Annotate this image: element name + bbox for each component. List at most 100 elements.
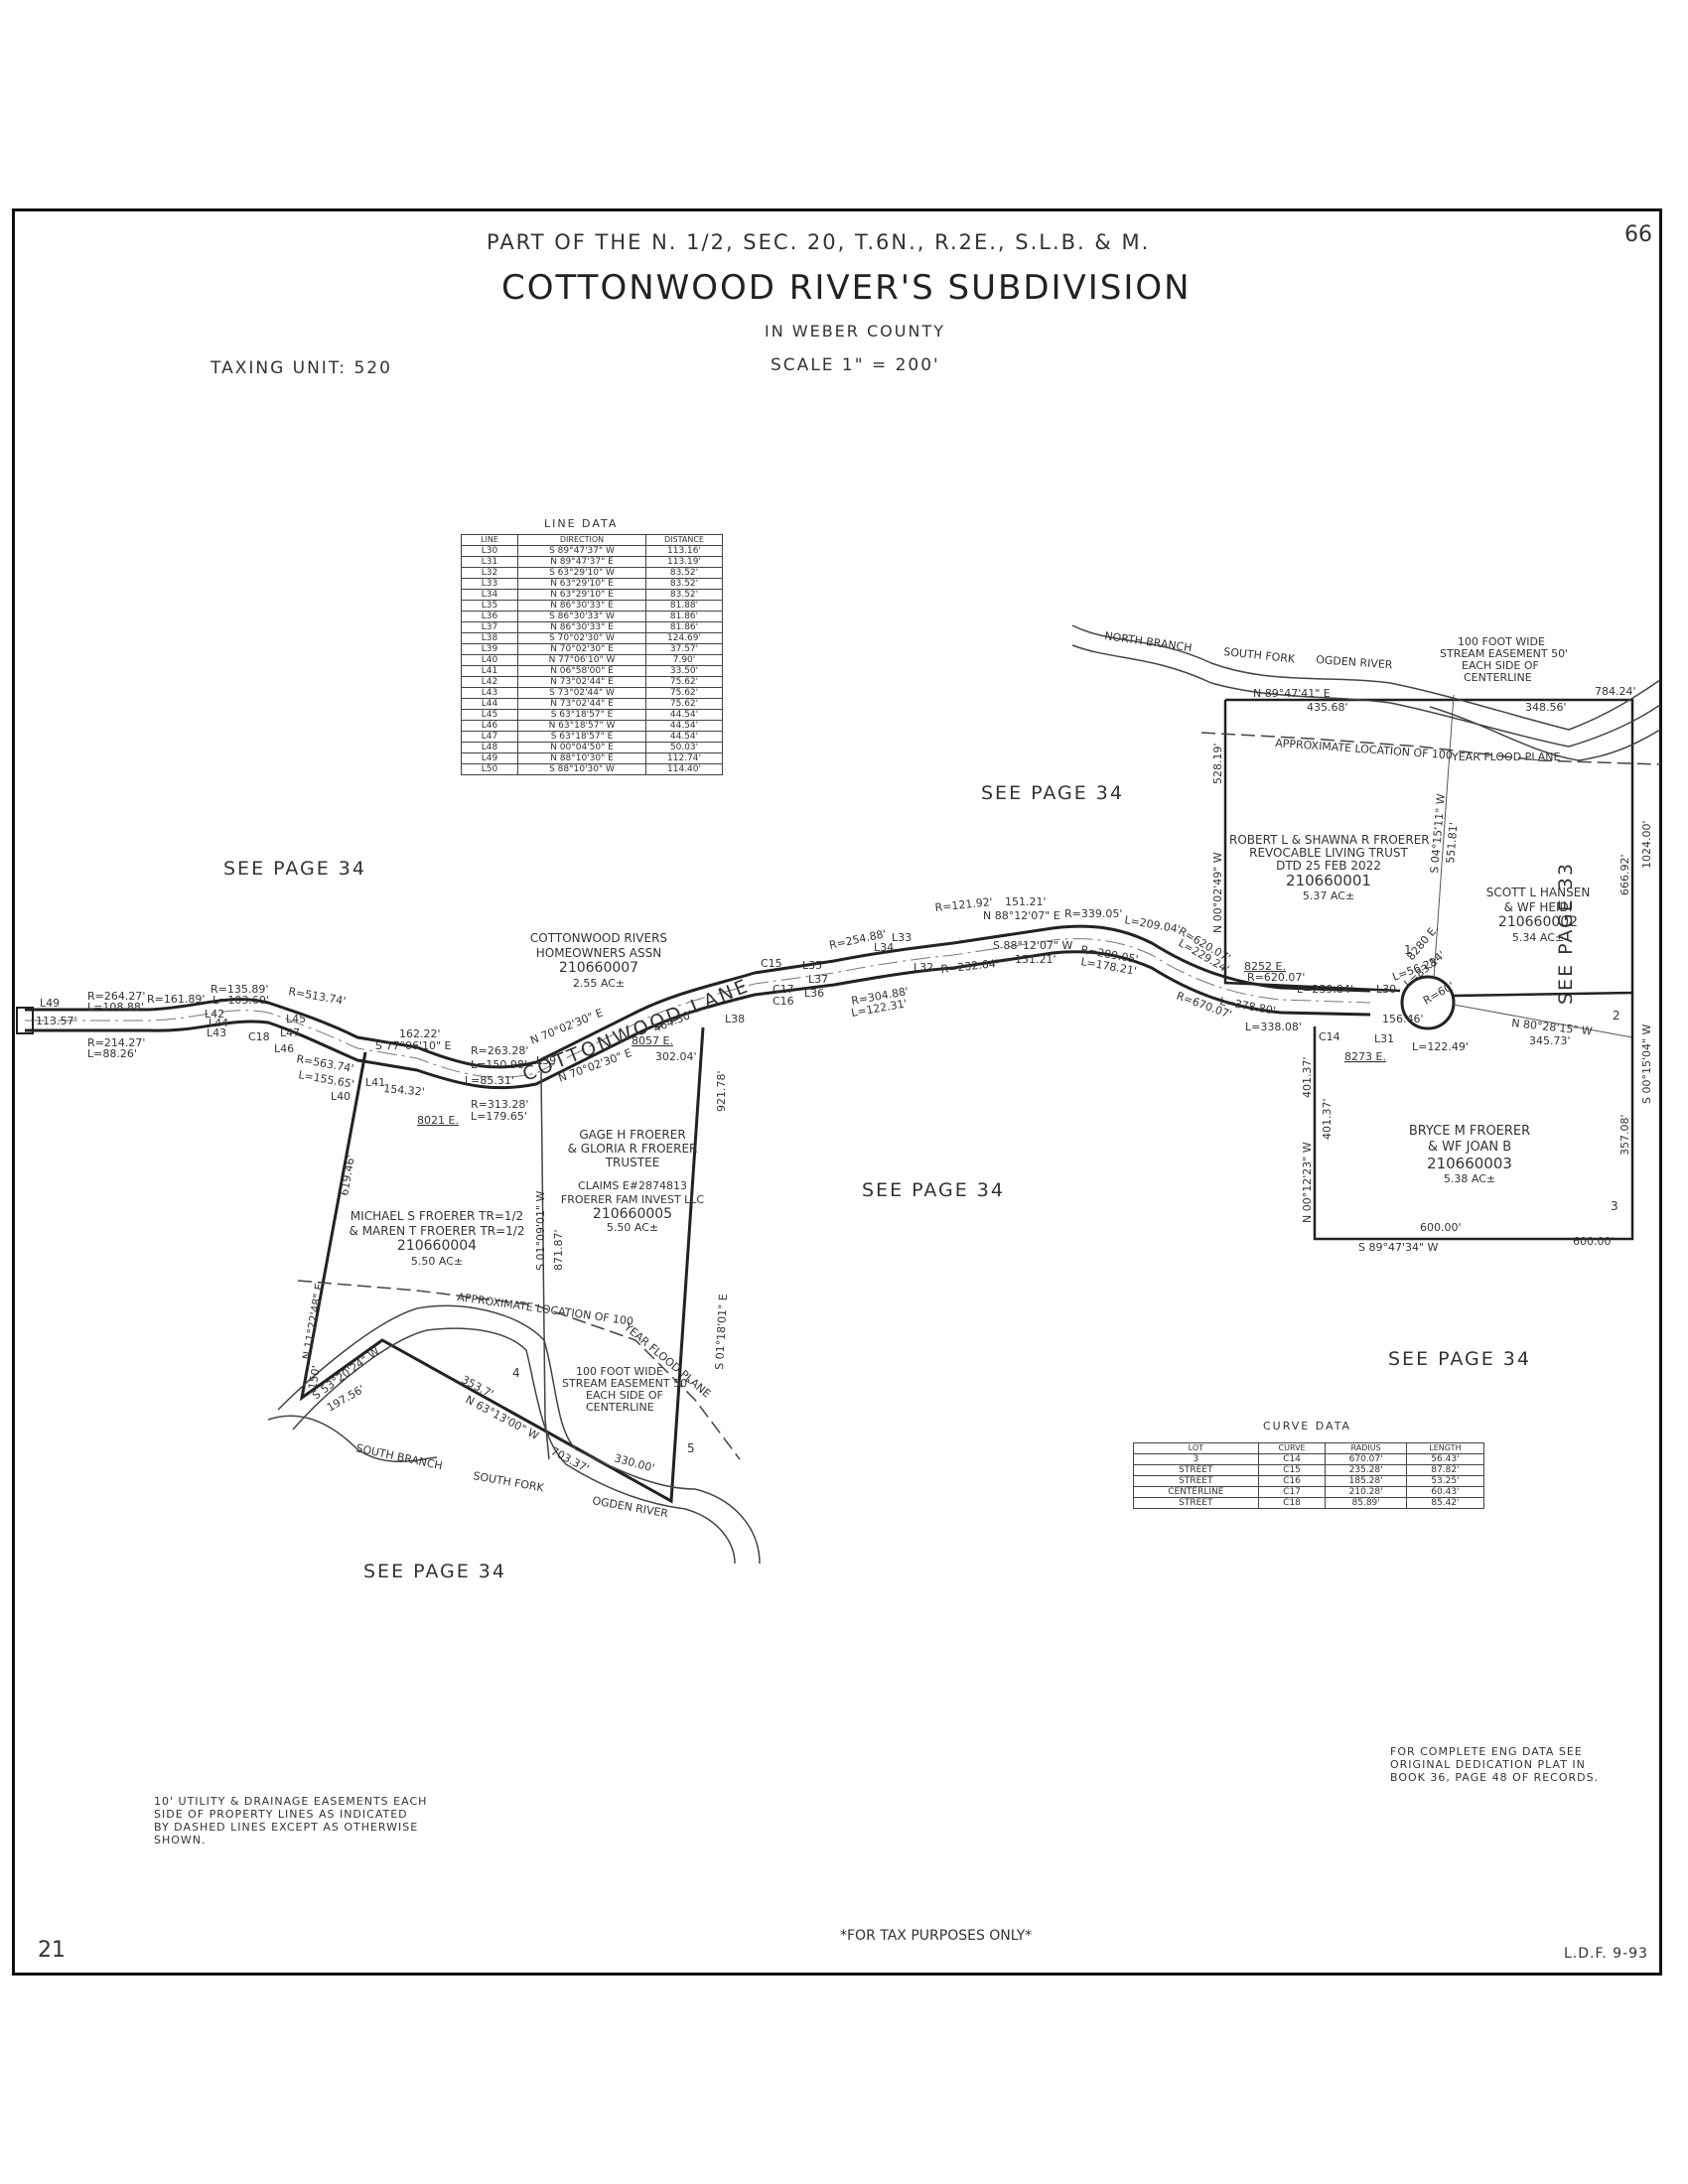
utility-note-line: SHOWN. <box>154 1834 207 1846</box>
parcel-area: 5.34 AC± <box>1511 931 1565 944</box>
bearing-label: 600.00' <box>1420 1221 1462 1234</box>
parcel-area: 5.38 AC± <box>1443 1172 1496 1185</box>
segment-label: L47 <box>280 1026 300 1039</box>
bearing-label: S 01°09'01" W <box>534 1190 547 1271</box>
segment-label: L35 <box>802 959 822 972</box>
drafter-initials: L.D.F. 9-93 <box>1564 1946 1648 1962</box>
segment-label: L32 <box>914 961 933 974</box>
bearing-label: L=122.49' <box>1412 1040 1469 1053</box>
bearing-label: 357.08' <box>1618 1114 1631 1156</box>
bearing-label: L=103.60' <box>212 994 269 1007</box>
segment-label: C16 <box>773 995 794 1008</box>
address-label: 8252 E. <box>1244 960 1286 973</box>
segment-label: L43 <box>207 1026 226 1039</box>
curve-table-header: LOT CURVE RADIUS LENGTH <box>1133 1442 1485 1454</box>
utility-note-line: 10' UTILITY & DRAINAGE EASEMENTS EACH <box>154 1795 428 1808</box>
bearing-label: 151.21' <box>1005 895 1047 908</box>
bearing-label: R=60' <box>1421 979 1457 1007</box>
flood-label: YEAR FLOOD PLANE <box>1451 751 1560 763</box>
parcel-area: 5.50 AC± <box>606 1221 659 1234</box>
segment-label: C14 <box>1319 1030 1340 1043</box>
easement-label: EACH SIDE OF <box>586 1389 663 1402</box>
see-page-center[interactable]: SEE PAGE 34 <box>862 1179 1005 1201</box>
bearing-label: N 88°12'07" E <box>983 909 1060 922</box>
parcel-owner: REVOCABLE LIVING TRUST <box>1249 846 1408 860</box>
address-label: 8057 E. <box>632 1034 673 1047</box>
north-flood-line <box>1200 732 1661 765</box>
eng-data-note-line: BOOK 36, PAGE 48 OF RECORDS. <box>1390 1771 1600 1784</box>
segment-label: L45 <box>286 1013 306 1025</box>
segment-label: C15 <box>761 957 782 970</box>
bearing-label: 921.78' <box>715 1070 728 1112</box>
lot-number: 2 <box>1613 1009 1620 1023</box>
bearing-label: 666.92' <box>1618 854 1631 895</box>
bearing-label: N 11°22'48" E <box>300 1283 326 1361</box>
parcel-area: 5.37 AC± <box>1302 889 1355 902</box>
parcel-owner: & WF JOAN B <box>1427 1140 1512 1155</box>
segment-label: L36 <box>804 987 824 1000</box>
line-table-caption: LINE DATA <box>544 517 619 530</box>
parcel-2-label[interactable]: SCOTT L HANSEN & WF HEIDI 210660002 5.34… <box>1464 886 1613 945</box>
see-page-east-lower[interactable]: SEE PAGE 34 <box>1388 1348 1531 1370</box>
bearing-label: N 00°02'49" W <box>1211 852 1224 933</box>
tax-purposes-note: *FOR TAX PURPOSES ONLY* <box>840 1928 1033 1944</box>
segment-label: L34 <box>874 941 894 954</box>
see-page-north[interactable]: SEE PAGE 34 <box>981 782 1124 804</box>
parcel-id: 210660007 <box>558 960 639 976</box>
easement-label: 100 FOOT WIDE <box>1458 635 1545 648</box>
curve-length: 85.42' <box>1405 1497 1485 1509</box>
easement-label: CENTERLINE <box>1464 671 1532 684</box>
lot-3-boundary <box>1313 993 1634 1241</box>
segment-label: L30 <box>1376 983 1396 996</box>
lot-number: 4 <box>512 1366 520 1380</box>
parcel-4-label[interactable]: MICHAEL S FROERER TR=1/2 & MAREN T FROER… <box>338 1209 536 1269</box>
eng-data-note: FOR COMPLETE ENG DATA SEE ORIGINAL DEDIC… <box>1390 1745 1599 1784</box>
easement-label: STREAM EASEMENT 50' <box>562 1377 690 1390</box>
parcel-owner: ROBERT L & SHAWNA R FROERER <box>1229 833 1430 847</box>
bearing-label: R=313.28' <box>471 1098 528 1111</box>
see-page-nw[interactable]: SEE PAGE 34 <box>223 858 366 880</box>
parcel-5-label[interactable]: GAGE H FROERER & GLORIA R FROERER TRUSTE… <box>548 1128 717 1235</box>
bearing-label: 619.46' <box>338 1154 357 1196</box>
bearing-label: 162.22' <box>399 1027 441 1040</box>
lot-4-5-line <box>540 1071 546 1421</box>
segment-label: L39 <box>536 1054 556 1067</box>
parcel-1-label[interactable]: ROBERT L & SHAWNA R FROERER REVOCABLE LI… <box>1229 833 1430 903</box>
lot-number: 3 <box>1611 1199 1618 1213</box>
south-river-edge <box>277 1304 761 1565</box>
bearing-label: L=88.26' <box>87 1047 137 1060</box>
utility-note-line: SIDE OF PROPERTY LINES AS INDICATED <box>154 1808 408 1821</box>
segment-label: L42 <box>205 1008 224 1021</box>
segment-label: L33 <box>892 931 912 944</box>
parcel-id: 210660002 <box>1497 914 1579 930</box>
road-west-stub <box>16 1007 34 1034</box>
bearing-label: 600.00' <box>1573 1235 1615 1248</box>
county-label: IN WEBER COUNTY <box>765 322 945 341</box>
page-title: COTTONWOOD RIVER'S SUBDIVISION <box>501 268 1192 308</box>
bearing-label: S 88°12'07" W <box>993 939 1073 952</box>
north-river-edge <box>1071 624 1661 731</box>
bearing-label: L=209.04' <box>1123 913 1181 936</box>
see-page-sw[interactable]: SEE PAGE 34 <box>363 1561 506 1582</box>
cul-de-sac <box>1400 975 1456 1030</box>
parcel-area: 5.50 AC± <box>410 1255 464 1268</box>
bearing-label: 156.46' <box>1382 1013 1424 1025</box>
bearing-label: R=135.89' <box>211 983 268 996</box>
parcel-3-label[interactable]: BRYCE M FROERER & WF JOAN B 210660003 5.… <box>1390 1124 1549 1187</box>
scale-label: SCALE 1" = 200' <box>771 355 940 375</box>
eng-data-note-line: ORIGINAL DEDICATION PLAT IN <box>1390 1758 1586 1771</box>
bearing-label: L=179.65' <box>471 1110 527 1123</box>
south-river-edge-2 <box>292 1327 736 1565</box>
parcel-7-label[interactable]: COTTONWOOD RIVERS HOMEOWNERS ASSN 210660… <box>514 931 683 991</box>
segment-label: L40 <box>331 1090 351 1103</box>
bearing-label: 302.04' <box>655 1050 697 1063</box>
